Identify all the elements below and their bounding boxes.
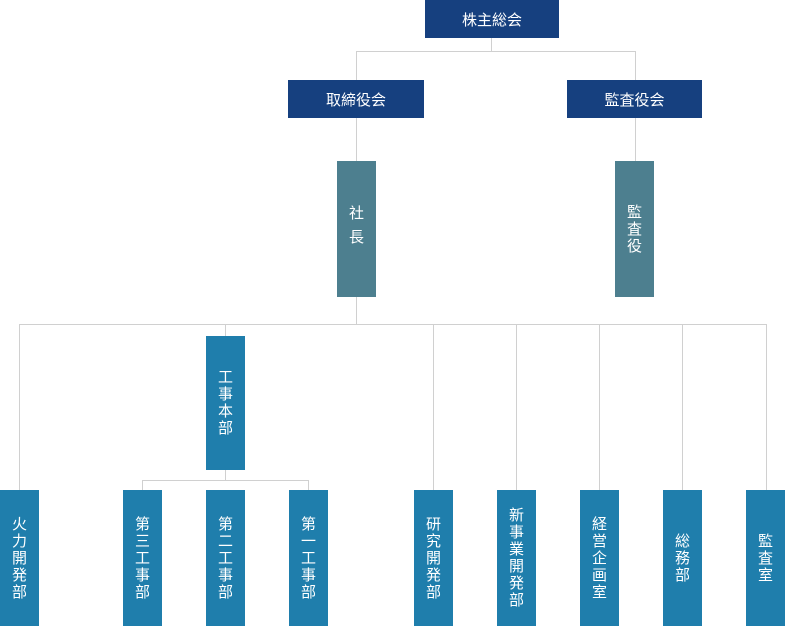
connector-line — [766, 324, 767, 490]
node-label: 総務部 — [673, 532, 691, 584]
connector-line — [225, 470, 226, 480]
node-label: 新事業開発部 — [507, 507, 525, 609]
node-construction-dept-2: 第二工事部 — [206, 490, 245, 626]
node-general-affairs: 総務部 — [663, 490, 702, 626]
connector-line — [433, 324, 434, 490]
node-label: 株主総会 — [461, 10, 522, 29]
node-label: 経営企画室 — [590, 515, 608, 601]
node-label: 監査役会 — [604, 90, 665, 109]
node-label: 第三工事部 — [133, 515, 151, 601]
connector-line — [356, 297, 357, 325]
node-label: 火力開発部 — [10, 515, 28, 601]
connector-line — [142, 480, 143, 490]
node-board-of-directors: 取締役会 — [288, 80, 424, 118]
node-auditor: 監査役 — [615, 161, 654, 297]
node-label: 監査役 — [625, 203, 643, 255]
connector-line — [308, 480, 309, 490]
node-research-development: 研究開発部 — [414, 490, 453, 626]
node-construction-dept-1: 第一工事部 — [289, 490, 328, 626]
node-label: 第一工事部 — [299, 515, 317, 601]
connector-line — [356, 51, 357, 80]
node-thermal-development: 火力開発部 — [0, 490, 39, 626]
node-construction-dept-3: 第三工事部 — [123, 490, 162, 626]
node-audit-office: 監査室 — [746, 490, 785, 626]
connector-line — [635, 118, 636, 161]
node-corporate-planning: 経営企画室 — [580, 490, 619, 626]
node-label: 社長 — [347, 205, 365, 253]
connector-line — [356, 51, 636, 52]
node-label: 研究開発部 — [424, 515, 442, 601]
node-label: 第二工事部 — [216, 515, 234, 601]
connector-line — [142, 480, 309, 481]
node-label: 取締役会 — [325, 90, 386, 109]
node-label: 監査室 — [756, 532, 774, 584]
node-label: 工事本部 — [216, 369, 234, 437]
connector-line — [225, 324, 226, 336]
connector-line — [491, 38, 492, 51]
node-board-of-auditors: 監査役会 — [567, 80, 702, 118]
connector-line — [682, 324, 683, 490]
connector-line — [599, 324, 600, 490]
connector-line — [19, 324, 767, 325]
connector-line — [516, 324, 517, 490]
node-construction-hq: 工事本部 — [206, 336, 245, 470]
node-shareholders-meeting: 株主総会 — [425, 0, 559, 38]
node-president: 社長 — [337, 161, 376, 297]
connector-line — [635, 51, 636, 80]
node-new-business-development: 新事業開発部 — [497, 490, 536, 626]
connector-line — [356, 118, 357, 161]
connector-line — [19, 324, 20, 490]
